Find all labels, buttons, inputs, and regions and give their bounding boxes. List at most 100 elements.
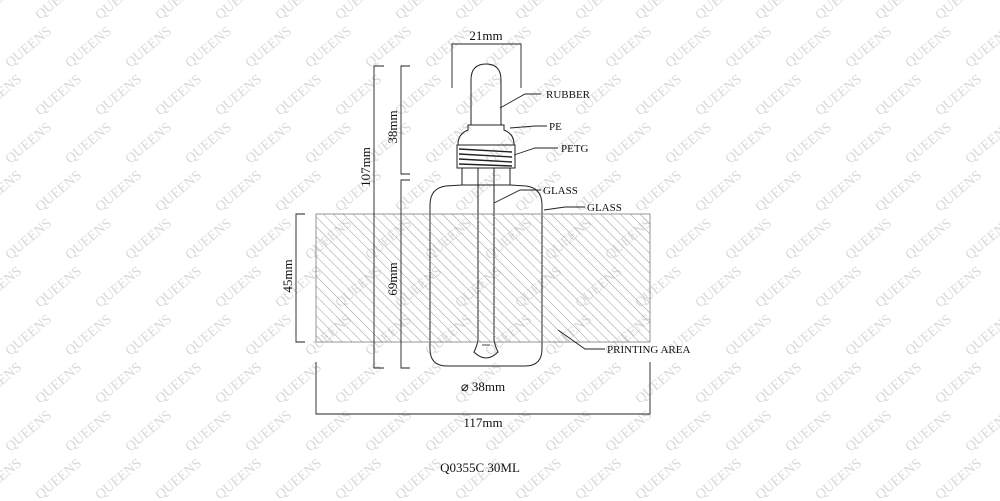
watermark-text: QUEENS xyxy=(183,408,235,455)
watermark-text: QUEENS xyxy=(843,312,895,359)
watermark-text: QUEENS xyxy=(783,120,835,167)
watermark-text: QUEENS xyxy=(243,216,295,263)
watermark-text: QUEENS xyxy=(693,168,745,215)
watermark-text: QUEENS xyxy=(213,360,265,407)
watermark-text: QUEENS xyxy=(693,264,745,311)
watermark-text: QUEENS xyxy=(303,408,355,455)
watermark-text: QUEENS xyxy=(93,72,145,119)
watermark-text: QUEENS xyxy=(813,456,865,501)
watermark-text: QUEENS xyxy=(753,0,805,23)
watermark-text: QUEENS xyxy=(753,360,805,407)
watermark-text: QUEENS xyxy=(93,264,145,311)
watermark-text: QUEENS xyxy=(33,168,85,215)
watermark-text: QUEENS xyxy=(903,312,955,359)
bottle-neck xyxy=(461,167,511,186)
watermark-text: QUEENS xyxy=(3,24,55,71)
watermark-text: QUEENS xyxy=(513,0,565,23)
watermark-text: QUEENS xyxy=(63,216,115,263)
watermark-text: QUEENS xyxy=(513,360,565,407)
watermark-text: QUEENS xyxy=(153,0,205,23)
watermark-text: QUEENS xyxy=(3,312,55,359)
watermark-text: QUEENS xyxy=(213,168,265,215)
watermark-text: QUEENS xyxy=(183,120,235,167)
watermark-text: QUEENS xyxy=(273,456,325,501)
watermark-text: QUEENS xyxy=(63,408,115,455)
dimension-lines xyxy=(295,43,651,415)
watermark-text: QUEENS xyxy=(273,0,325,23)
watermark-text: QUEENS xyxy=(603,24,655,71)
watermark-text: QUEENS xyxy=(243,120,295,167)
watermark-text: QUEENS xyxy=(213,0,265,23)
label-pe: PE xyxy=(549,121,562,133)
watermark-text: QUEENS xyxy=(843,408,895,455)
watermark-text: QUEENS xyxy=(573,0,625,23)
watermark-text: QUEENS xyxy=(0,456,25,501)
watermark-text: QUEENS xyxy=(753,456,805,501)
watermark-text: QUEENS xyxy=(183,24,235,71)
watermark-text: QUEENS xyxy=(693,456,745,501)
watermark-text: QUEENS xyxy=(663,408,715,455)
watermark-text: QUEENS xyxy=(663,216,715,263)
watermark-text: QUEENS xyxy=(333,0,385,23)
watermark-text: QUEENS xyxy=(933,456,985,501)
watermark-text: QUEENS xyxy=(723,120,775,167)
dim-top-height: 38mm xyxy=(385,110,400,143)
watermark-text: QUEENS xyxy=(33,264,85,311)
watermark-text: QUEENS xyxy=(723,24,775,71)
watermark-text: QUEENS xyxy=(813,264,865,311)
watermark-text: QUEENS xyxy=(63,312,115,359)
watermark-text: QUEENS xyxy=(843,216,895,263)
watermark-text: QUEENS xyxy=(63,24,115,71)
model-caption: Q0355C 30ML xyxy=(440,460,520,475)
watermark-text: QUEENS xyxy=(783,312,835,359)
watermark-text: QUEENS xyxy=(153,72,205,119)
watermark-text: QUEENS xyxy=(873,0,925,23)
watermark-text: QUEENS xyxy=(753,168,805,215)
watermark-text: QUEENS xyxy=(33,0,85,23)
bottle-drawing xyxy=(429,63,543,367)
watermark-text: QUEENS xyxy=(3,216,55,263)
watermark-text: QUEENS xyxy=(903,24,955,71)
watermark-text: QUEENS xyxy=(633,360,685,407)
watermark-text: QUEENS xyxy=(633,0,685,23)
watermark-text: QUEENS xyxy=(933,264,985,311)
watermark-text: QUEENS xyxy=(93,0,145,23)
watermark-text: QUEENS xyxy=(633,456,685,501)
watermark-text: QUEENS xyxy=(183,216,235,263)
watermark-text: QUEENS xyxy=(183,312,235,359)
watermark-text: QUEENS xyxy=(303,24,355,71)
watermark-text: QUEENS xyxy=(93,456,145,501)
watermark-text: QUEENS xyxy=(813,360,865,407)
watermark-text: QUEENS xyxy=(333,72,385,119)
watermark-text: QUEENS xyxy=(933,360,985,407)
watermark-text: QUEENS xyxy=(903,216,955,263)
label-petg: PETG xyxy=(561,143,589,155)
dim-diameter: ⌀ 38mm xyxy=(461,379,505,394)
watermark-text: QUEENS xyxy=(873,72,925,119)
watermark-text: QUEENS xyxy=(543,408,595,455)
watermark-text: QUEENS xyxy=(933,0,985,23)
printing-area xyxy=(315,213,651,343)
glass-pipette xyxy=(473,168,499,359)
watermark-text: QUEENS xyxy=(153,360,205,407)
leader-lines xyxy=(493,93,605,350)
watermark-text: QUEENS xyxy=(843,120,895,167)
watermark-text: QUEENS xyxy=(243,312,295,359)
watermark-text: QUEENS xyxy=(453,72,505,119)
watermark-text: QUEENS xyxy=(213,264,265,311)
dim-top-width: 21mm xyxy=(469,28,502,43)
watermark-text: QUEENS xyxy=(393,0,445,23)
watermark-text: QUEENS xyxy=(483,120,535,167)
watermark-text: QUEENS xyxy=(123,24,175,71)
watermark-text: QUEENS xyxy=(603,120,655,167)
label-glass-pipette: GLASS xyxy=(543,185,578,197)
watermark-text: QUEENS xyxy=(813,168,865,215)
watermark-text: QUEENS xyxy=(33,360,85,407)
label-rubber: RUBBER xyxy=(546,89,591,101)
watermark-text: QUEENS xyxy=(873,360,925,407)
bottle-body xyxy=(429,184,543,367)
watermark-text: QUEENS xyxy=(963,24,1000,71)
watermark-text: QUEENS xyxy=(963,312,1000,359)
